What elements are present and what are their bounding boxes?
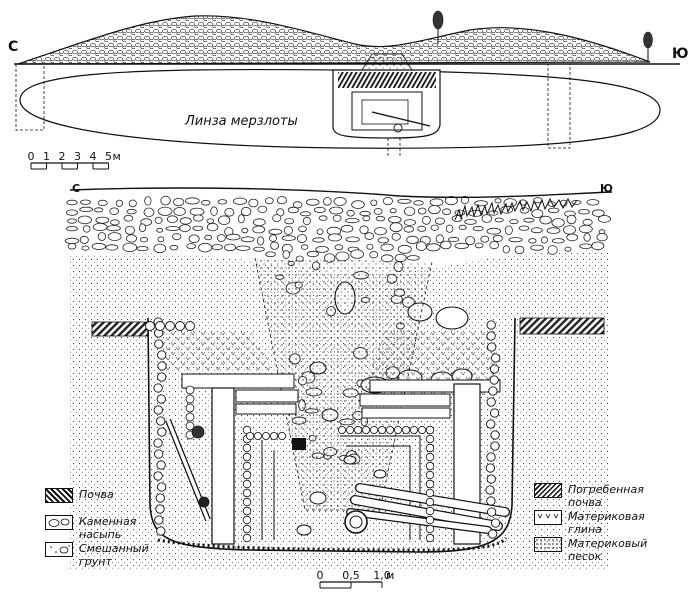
tree-icon <box>643 31 653 62</box>
scale-tick-label: 3 <box>74 150 81 163</box>
legend-item-buried: Погребенная почва <box>534 483 644 509</box>
legend-swatch-stone <box>45 515 73 530</box>
legend-label-clay: Материковая глина <box>568 510 645 536</box>
scale-tick-label: 4 <box>90 150 97 163</box>
pit-stones <box>145 317 501 543</box>
scale-unit: м <box>113 150 121 163</box>
legend-label-stone: Каменная насыпь <box>79 515 137 541</box>
legend-swatch-soil <box>45 488 73 503</box>
buried-soil-left <box>91 321 149 337</box>
legend-item-stone: Каменная насыпь <box>45 515 136 541</box>
section-drawing: С Ю 0 0,5 1,0м <box>64 182 613 589</box>
legend-item-soil: Почва <box>45 488 114 503</box>
legend-label-mixed: Смешанный грунт <box>79 542 149 568</box>
south-letter-section: Ю <box>600 182 613 195</box>
scale-tick-label: 1 <box>43 150 50 163</box>
scale-tick-label: 0,5 <box>342 569 360 582</box>
legend-item-sand: Материковый песок <box>534 537 647 563</box>
scale-unit: м <box>386 569 394 582</box>
mound-fill <box>17 15 651 65</box>
legend-label-soil: Почва <box>79 488 114 501</box>
legend-label-sand: Материковый песок <box>568 537 648 563</box>
legend-swatch-clay <box>534 510 562 525</box>
south-letter-top: Ю <box>672 46 688 62</box>
scale-tick-label: 5 <box>105 150 112 163</box>
legend-item-clay: Материковая глина <box>534 510 645 536</box>
clay-left <box>160 330 275 370</box>
section-scale-bar: 0 0,5 1,0м <box>317 569 394 589</box>
tree-icon <box>432 10 444 44</box>
grass <box>454 197 578 221</box>
buried-soil-right <box>519 317 605 335</box>
legend-label-buried: Погребенная почва <box>568 483 644 509</box>
legend-swatch-sand <box>534 537 562 552</box>
legend-swatch-mixed <box>45 542 73 557</box>
scale-tick-label: 0 <box>317 569 324 582</box>
scale-tick-label: 1,0 <box>373 569 391 582</box>
burial-pit <box>147 317 516 553</box>
permafrost-lens <box>19 68 661 149</box>
north-letter-top: С <box>8 39 18 55</box>
north-letter-section: С <box>72 182 80 195</box>
lens-label: Линза мерзлоты <box>184 114 298 129</box>
legend-item-mixed: Смешанный грунт <box>45 542 149 568</box>
scale-tick-label: 2 <box>59 150 66 163</box>
scale-tick-label: 0 <box>28 150 35 163</box>
legend-swatch-buried <box>534 483 562 498</box>
